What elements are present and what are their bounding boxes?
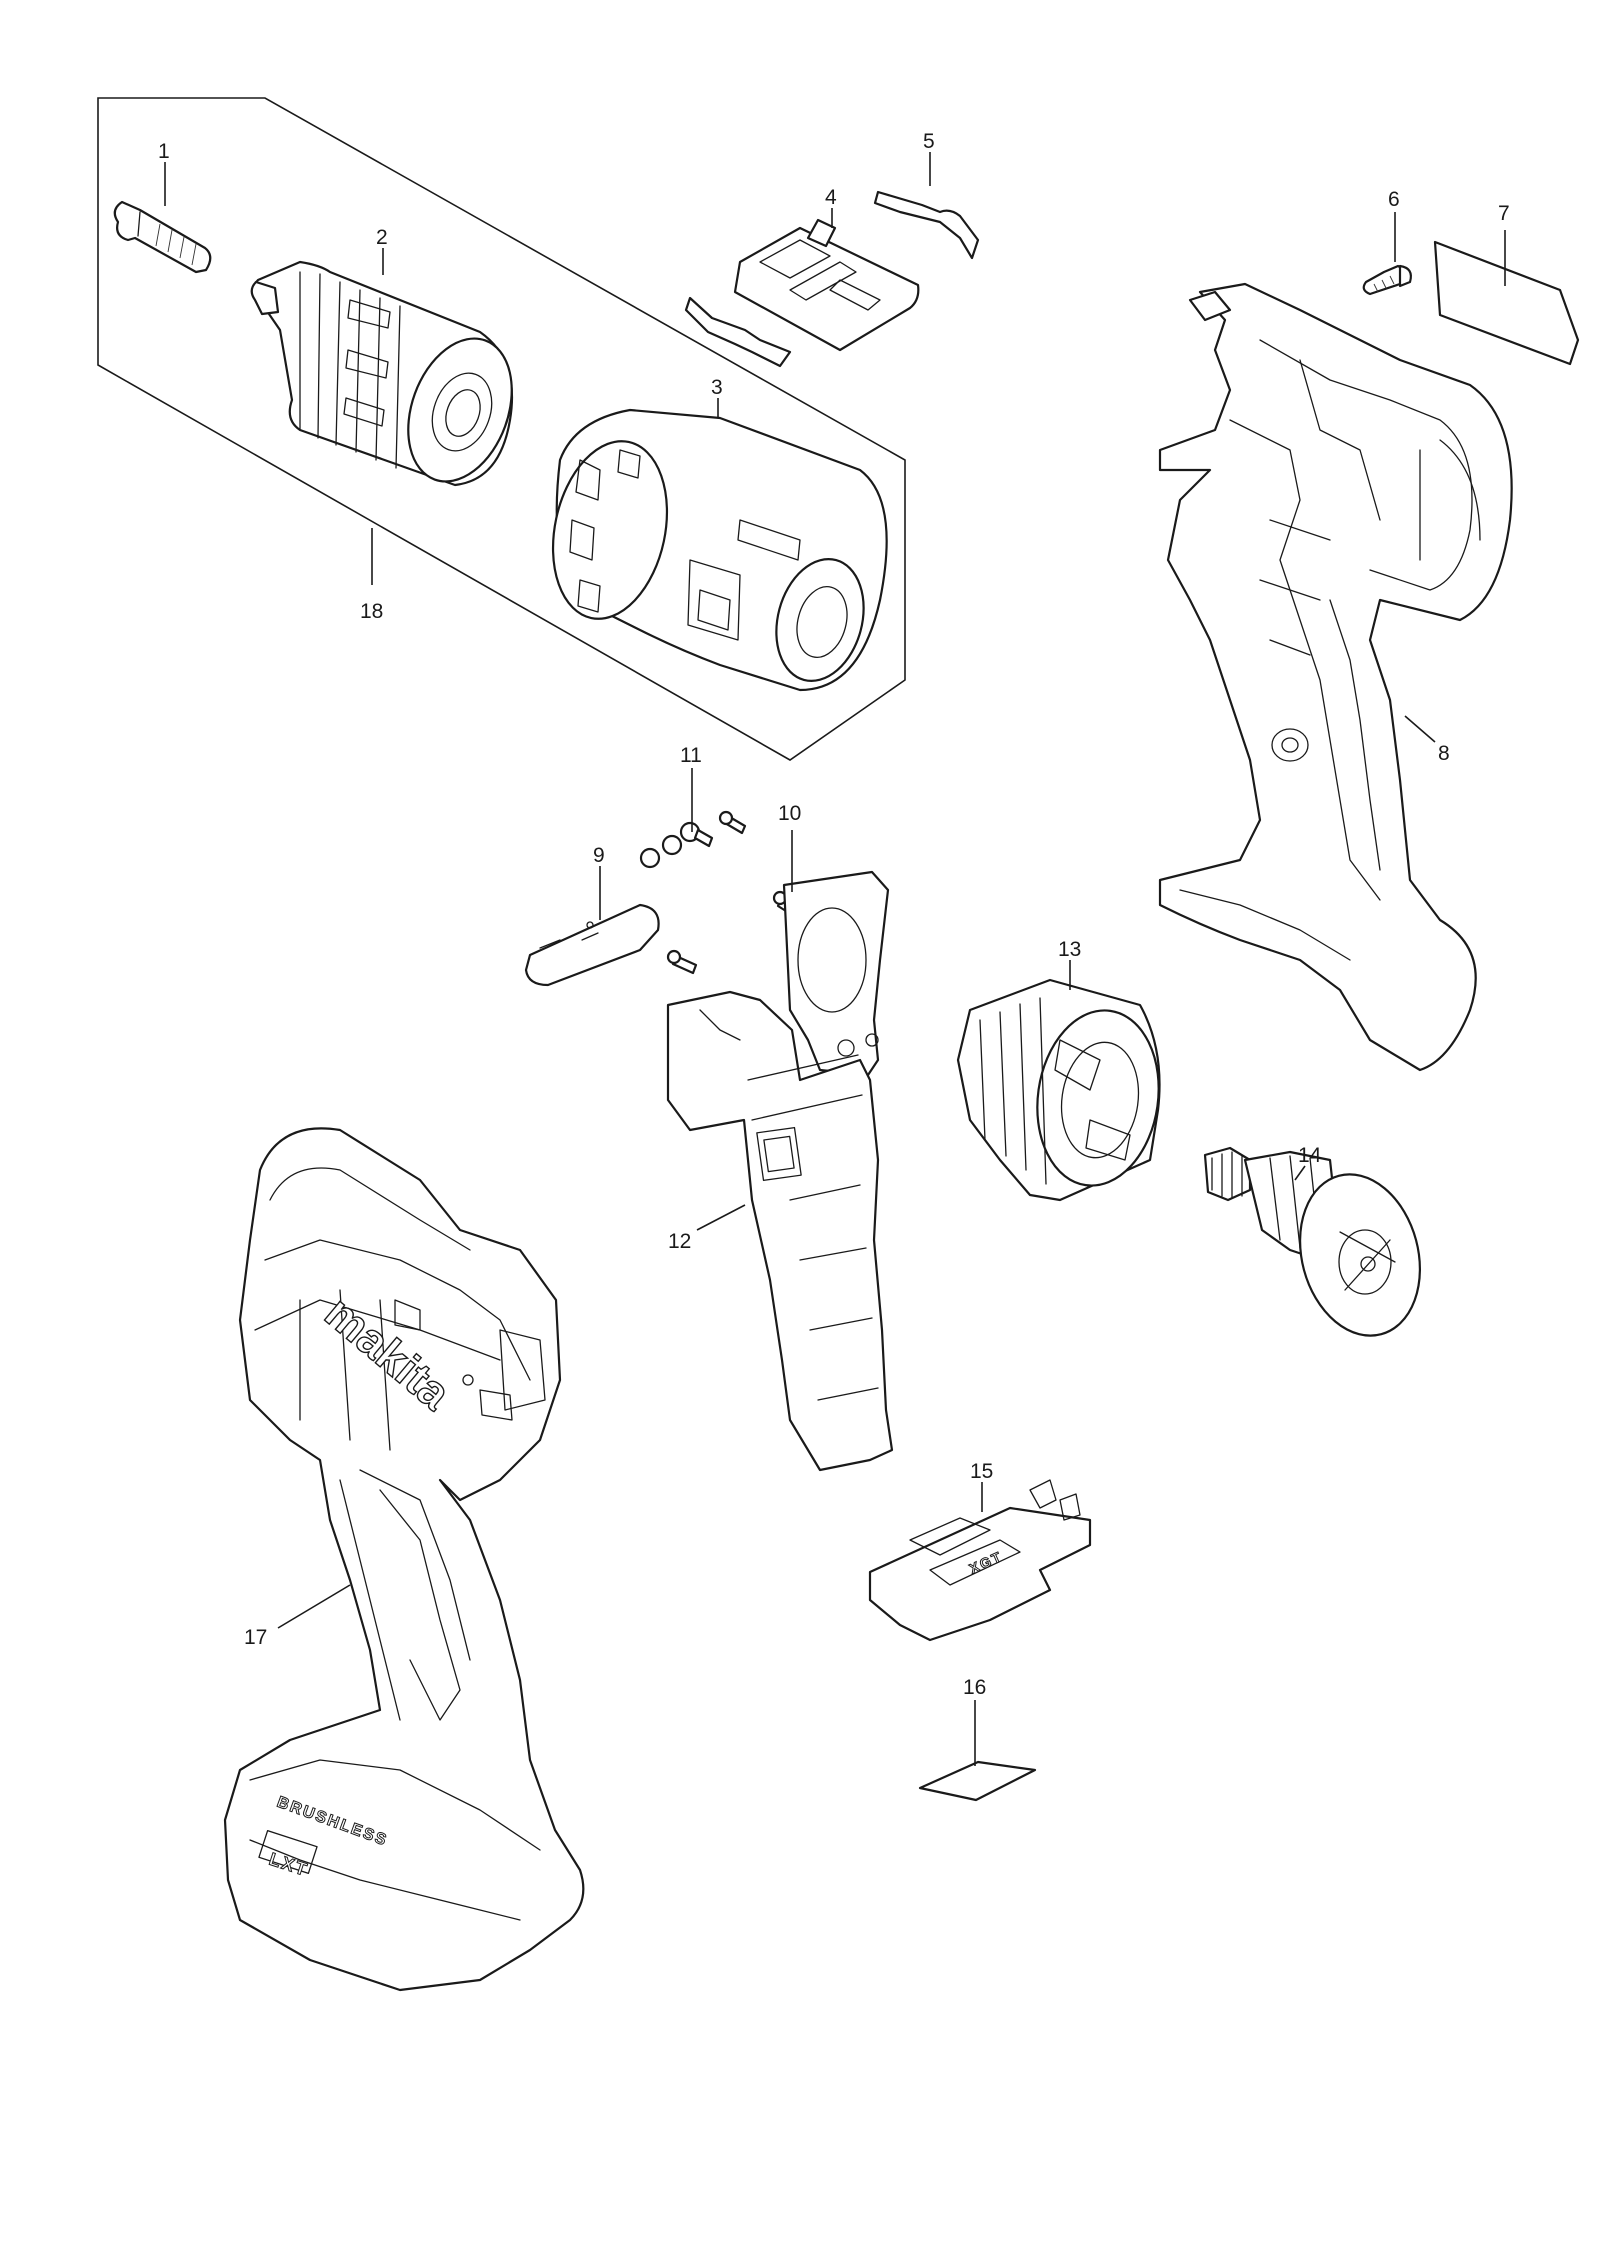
part-12-switch-controller[interactable] <box>666 870 894 1472</box>
part-7-name-plate[interactable] <box>1433 240 1580 366</box>
assembly-18-frame <box>97 97 906 761</box>
callout-8: 8 <box>1438 742 1450 765</box>
part-11-screws[interactable] <box>639 810 747 869</box>
part-9-slide-button[interactable] <box>524 903 660 987</box>
part-5-spring-clip-lower[interactable] <box>684 296 792 368</box>
part-4-switch-plate[interactable] <box>733 218 920 352</box>
callout-5: 5 <box>923 130 935 153</box>
part-3-gear-assembly[interactable] <box>537 408 888 692</box>
leader-lines <box>164 152 1506 1766</box>
part-1-bolt[interactable] <box>113 200 212 274</box>
part-5-spring-clip[interactable] <box>873 190 980 260</box>
callout-2: 2 <box>376 226 388 249</box>
callout-18: 18 <box>360 600 383 623</box>
callout-16: 16 <box>963 1676 986 1699</box>
callout-12: 12 <box>668 1230 691 1253</box>
callout-4: 4 <box>825 186 837 209</box>
callout-17: 17 <box>244 1626 267 1649</box>
part-8-housing-right[interactable] <box>1158 282 1513 1072</box>
callout-15: 15 <box>970 1460 993 1483</box>
part-14-rotor[interactable] <box>1203 1146 1437 1349</box>
callout-9: 9 <box>593 844 605 867</box>
callout-7: 7 <box>1498 202 1510 225</box>
part-2-chuck[interactable] <box>250 260 531 496</box>
callout-labels: 1 2 3 4 5 6 7 8 9 10 11 12 13 14 15 16 1… <box>158 130 1510 1699</box>
callout-11: 11 <box>680 744 702 767</box>
callout-1: 1 <box>158 140 170 163</box>
part-13-stator[interactable] <box>956 978 1170 1202</box>
part-10-screw-2[interactable] <box>666 949 698 975</box>
callout-14: 14 <box>1298 1144 1322 1167</box>
part-16-label[interactable] <box>918 1760 1037 1802</box>
part-17-housing-left[interactable]: makita BRUSHLESS LXT <box>223 1127 585 1992</box>
callout-3: 3 <box>711 376 723 399</box>
part-6-screw[interactable] <box>1362 264 1412 296</box>
callout-10: 10 <box>778 802 801 825</box>
callout-6: 6 <box>1388 188 1400 211</box>
part-15-battery-terminal[interactable]: XGT <box>868 1479 1092 1642</box>
callout-13: 13 <box>1058 938 1081 961</box>
